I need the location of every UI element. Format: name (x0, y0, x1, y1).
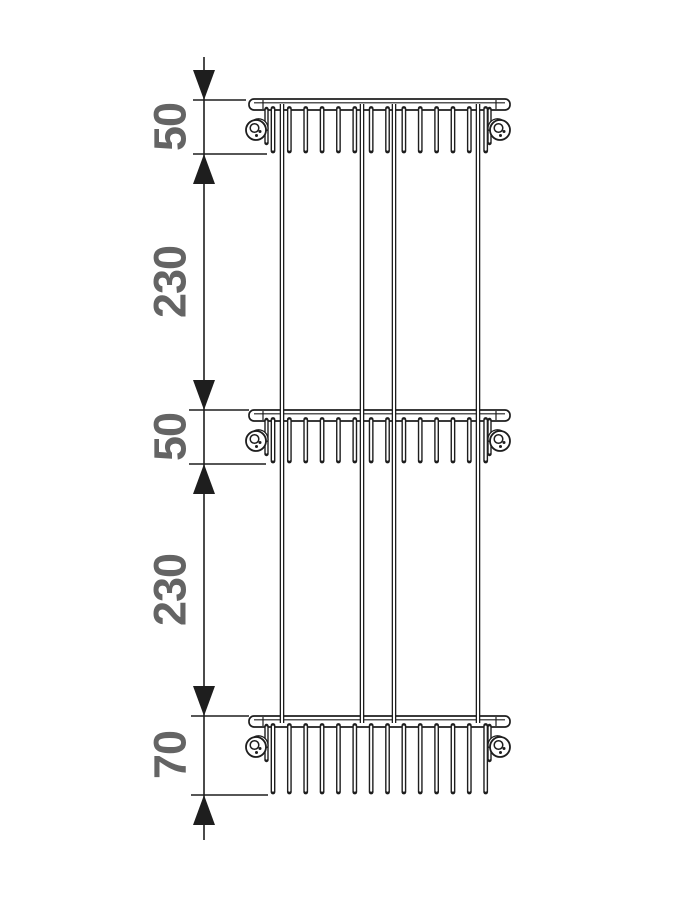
screw-dot (258, 130, 262, 133)
screw-dot (499, 751, 502, 754)
shelf-unit (245, 98, 511, 795)
dimension-arrowhead-icon (193, 154, 215, 184)
screw-dot (255, 445, 258, 448)
dimension-arrowhead-icon (193, 686, 215, 716)
screw-dot (258, 747, 262, 750)
flange-hub (249, 122, 260, 134)
dimension-arrowhead-icon (193, 70, 215, 100)
screw-dot (502, 130, 506, 133)
dimension-arrowhead-icon (193, 795, 215, 825)
dimension-label: 70 (145, 731, 196, 779)
dimension-label: 230 (145, 246, 196, 318)
shelf-bar (248, 715, 511, 728)
flange-hub (249, 739, 260, 751)
dimension-arrowhead-icon (193, 380, 215, 410)
flange-hub (493, 433, 504, 445)
dimension-chain: 50 230 50 230 70 (145, 57, 268, 840)
screw-dot (255, 134, 258, 137)
screw-dot (499, 134, 502, 137)
flange-hub (493, 122, 504, 134)
dimension-label: 230 (145, 554, 196, 626)
screw-dot (255, 751, 258, 754)
dimension-label: 50 (145, 413, 196, 461)
flange-hub (493, 739, 504, 751)
screw-dot (499, 445, 502, 448)
shelf-bar (248, 409, 511, 422)
screw-dot (258, 441, 262, 444)
screw-dot (502, 441, 506, 444)
dimension-label: 50 (145, 103, 196, 151)
flange-hub (249, 433, 260, 445)
shelf-bar (248, 98, 511, 111)
dimension-arrowhead-icon (193, 464, 215, 494)
screw-dot (502, 747, 506, 750)
